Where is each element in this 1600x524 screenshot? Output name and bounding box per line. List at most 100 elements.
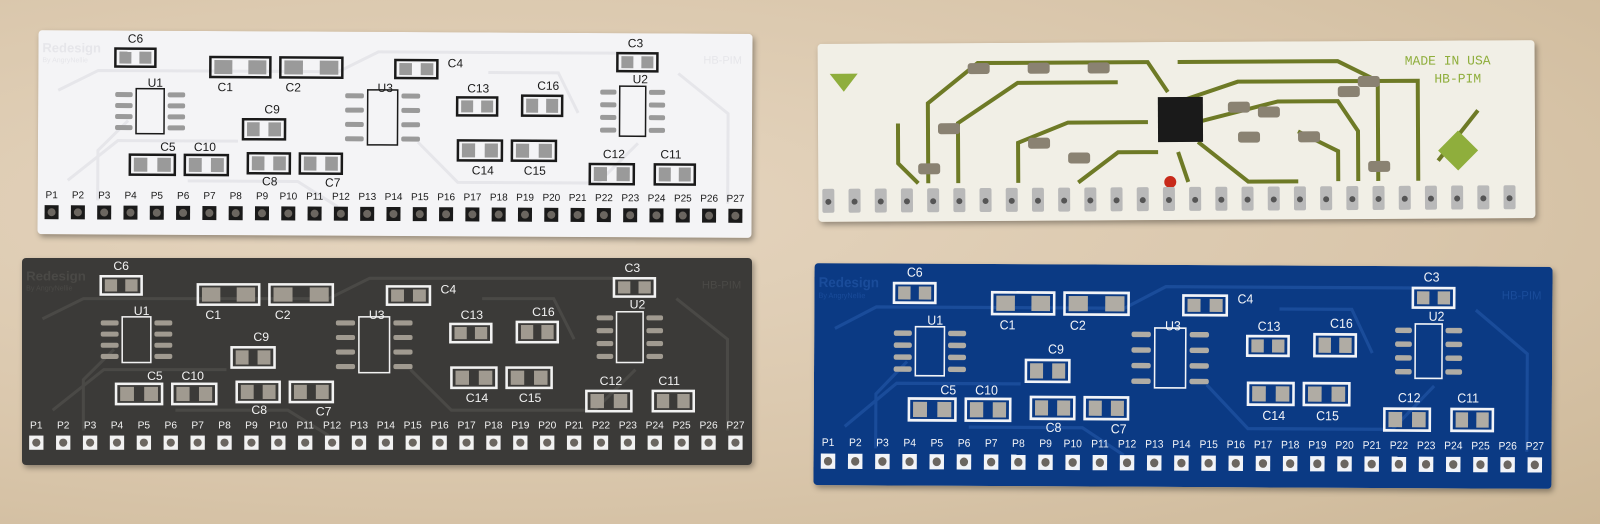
component-label: C3 bbox=[625, 261, 641, 275]
ic-pin-pad bbox=[167, 125, 186, 131]
capacitor-pad bbox=[236, 287, 256, 302]
ic-outline bbox=[358, 316, 391, 374]
pin-hole bbox=[932, 457, 941, 467]
component-label: U2 bbox=[630, 298, 646, 312]
component-label: C14 bbox=[472, 163, 494, 177]
ic-pin-pad bbox=[335, 334, 356, 341]
pin-hole bbox=[205, 209, 214, 218]
capacitor-outline bbox=[450, 366, 498, 390]
pin-label: P21 bbox=[565, 421, 584, 432]
pin-hole bbox=[468, 210, 477, 219]
red-dot-mark bbox=[1164, 176, 1177, 189]
pin-hole bbox=[100, 208, 109, 217]
pin-hole bbox=[1113, 197, 1120, 204]
pin-label: P24 bbox=[648, 193, 666, 204]
pin-label: P18 bbox=[490, 192, 508, 203]
ic-pin-pad bbox=[1131, 378, 1151, 384]
capacitor-outline bbox=[279, 56, 344, 79]
pin-label: P18 bbox=[484, 421, 503, 432]
logo-diamond-icon bbox=[1438, 130, 1479, 171]
ic-pin-pad bbox=[154, 331, 173, 337]
pin-hole bbox=[626, 211, 635, 220]
pin-hole bbox=[851, 198, 858, 205]
component-label: U1 bbox=[148, 76, 164, 90]
component-label: C8 bbox=[262, 174, 278, 188]
copper-trace bbox=[81, 348, 116, 431]
ic-pin-pad bbox=[1131, 331, 1151, 338]
component-label: U2 bbox=[633, 72, 649, 86]
ic-outline bbox=[618, 85, 647, 138]
pin-hole bbox=[462, 438, 471, 447]
capacitor-pad bbox=[144, 386, 158, 402]
ic-pin-pad bbox=[596, 341, 614, 347]
ic-pin-pad bbox=[115, 103, 133, 109]
copper-trace bbox=[482, 297, 576, 340]
copper-trace bbox=[1279, 307, 1374, 354]
pin-label: P23 bbox=[619, 421, 638, 432]
copper-trace bbox=[1077, 150, 1159, 185]
capacitor-pad bbox=[188, 157, 202, 172]
pin-label: P1 bbox=[46, 190, 59, 201]
pin-hole bbox=[877, 198, 884, 205]
capacitor-pad bbox=[510, 370, 525, 385]
capacitor-pad bbox=[618, 281, 631, 294]
pin-label: P27 bbox=[1526, 440, 1545, 452]
pin-label: P23 bbox=[1417, 440, 1436, 452]
copper-trace bbox=[1474, 308, 1529, 452]
capacitor-pad bbox=[593, 167, 608, 182]
brand-text: Redesign bbox=[26, 268, 86, 283]
component-label: C6 bbox=[113, 259, 129, 273]
pin-hole bbox=[220, 438, 229, 447]
pin-label: P17 bbox=[1254, 439, 1273, 451]
capacitor-pad bbox=[481, 100, 494, 113]
ic-pin-pad bbox=[648, 127, 666, 133]
capacitor-pad bbox=[399, 63, 412, 76]
ic-outline bbox=[1414, 323, 1443, 380]
capacitor-pad bbox=[1331, 386, 1346, 402]
pin-hole bbox=[930, 198, 937, 205]
pin-label: P9 bbox=[245, 421, 258, 432]
pin-hole bbox=[179, 208, 188, 217]
pin-hole bbox=[73, 208, 82, 217]
capacitor-outline bbox=[235, 380, 281, 404]
pin-label: P22 bbox=[592, 421, 611, 432]
ic-pin-pad bbox=[393, 349, 413, 355]
pin-label: P5 bbox=[930, 437, 943, 449]
smd-component bbox=[1368, 160, 1391, 172]
pin-label: P27 bbox=[726, 421, 745, 432]
pin-label: P2 bbox=[57, 421, 70, 432]
smd-component bbox=[1357, 75, 1380, 88]
capacitor-pad bbox=[461, 100, 474, 113]
component-label: C9 bbox=[264, 102, 280, 116]
component-label: C11 bbox=[658, 374, 680, 388]
pin-hole bbox=[193, 438, 202, 447]
capacitor-pad bbox=[248, 60, 267, 75]
capacitor-pad bbox=[996, 295, 1015, 311]
smd-component bbox=[1238, 131, 1261, 143]
pin-hole bbox=[1286, 459, 1295, 468]
component-label: C16 bbox=[532, 305, 555, 319]
capacitor-pad bbox=[1416, 291, 1430, 305]
pin-label: P10 bbox=[1064, 438, 1083, 450]
ic-pin-pad bbox=[648, 115, 666, 121]
pin-hole bbox=[1530, 460, 1539, 470]
ic-pin-pad bbox=[893, 366, 912, 372]
pin-hole bbox=[152, 208, 161, 217]
ic-outline bbox=[1153, 327, 1187, 389]
capacitor-pad bbox=[918, 286, 932, 300]
pin-label: P20 bbox=[542, 193, 560, 204]
copper-trace bbox=[66, 139, 238, 182]
capacitor-outline bbox=[230, 346, 276, 369]
component-label: C7 bbox=[325, 176, 341, 190]
pin-hole bbox=[166, 438, 175, 447]
pin-label: P25 bbox=[674, 193, 692, 204]
capacitor-outline bbox=[268, 283, 335, 306]
capacitor-outline bbox=[298, 152, 344, 175]
pin-hole bbox=[570, 438, 579, 447]
component-label: C15 bbox=[1316, 408, 1339, 423]
pin-hole bbox=[274, 438, 283, 447]
capacitor-pad bbox=[1275, 386, 1290, 402]
pin-label: P23 bbox=[621, 193, 639, 204]
